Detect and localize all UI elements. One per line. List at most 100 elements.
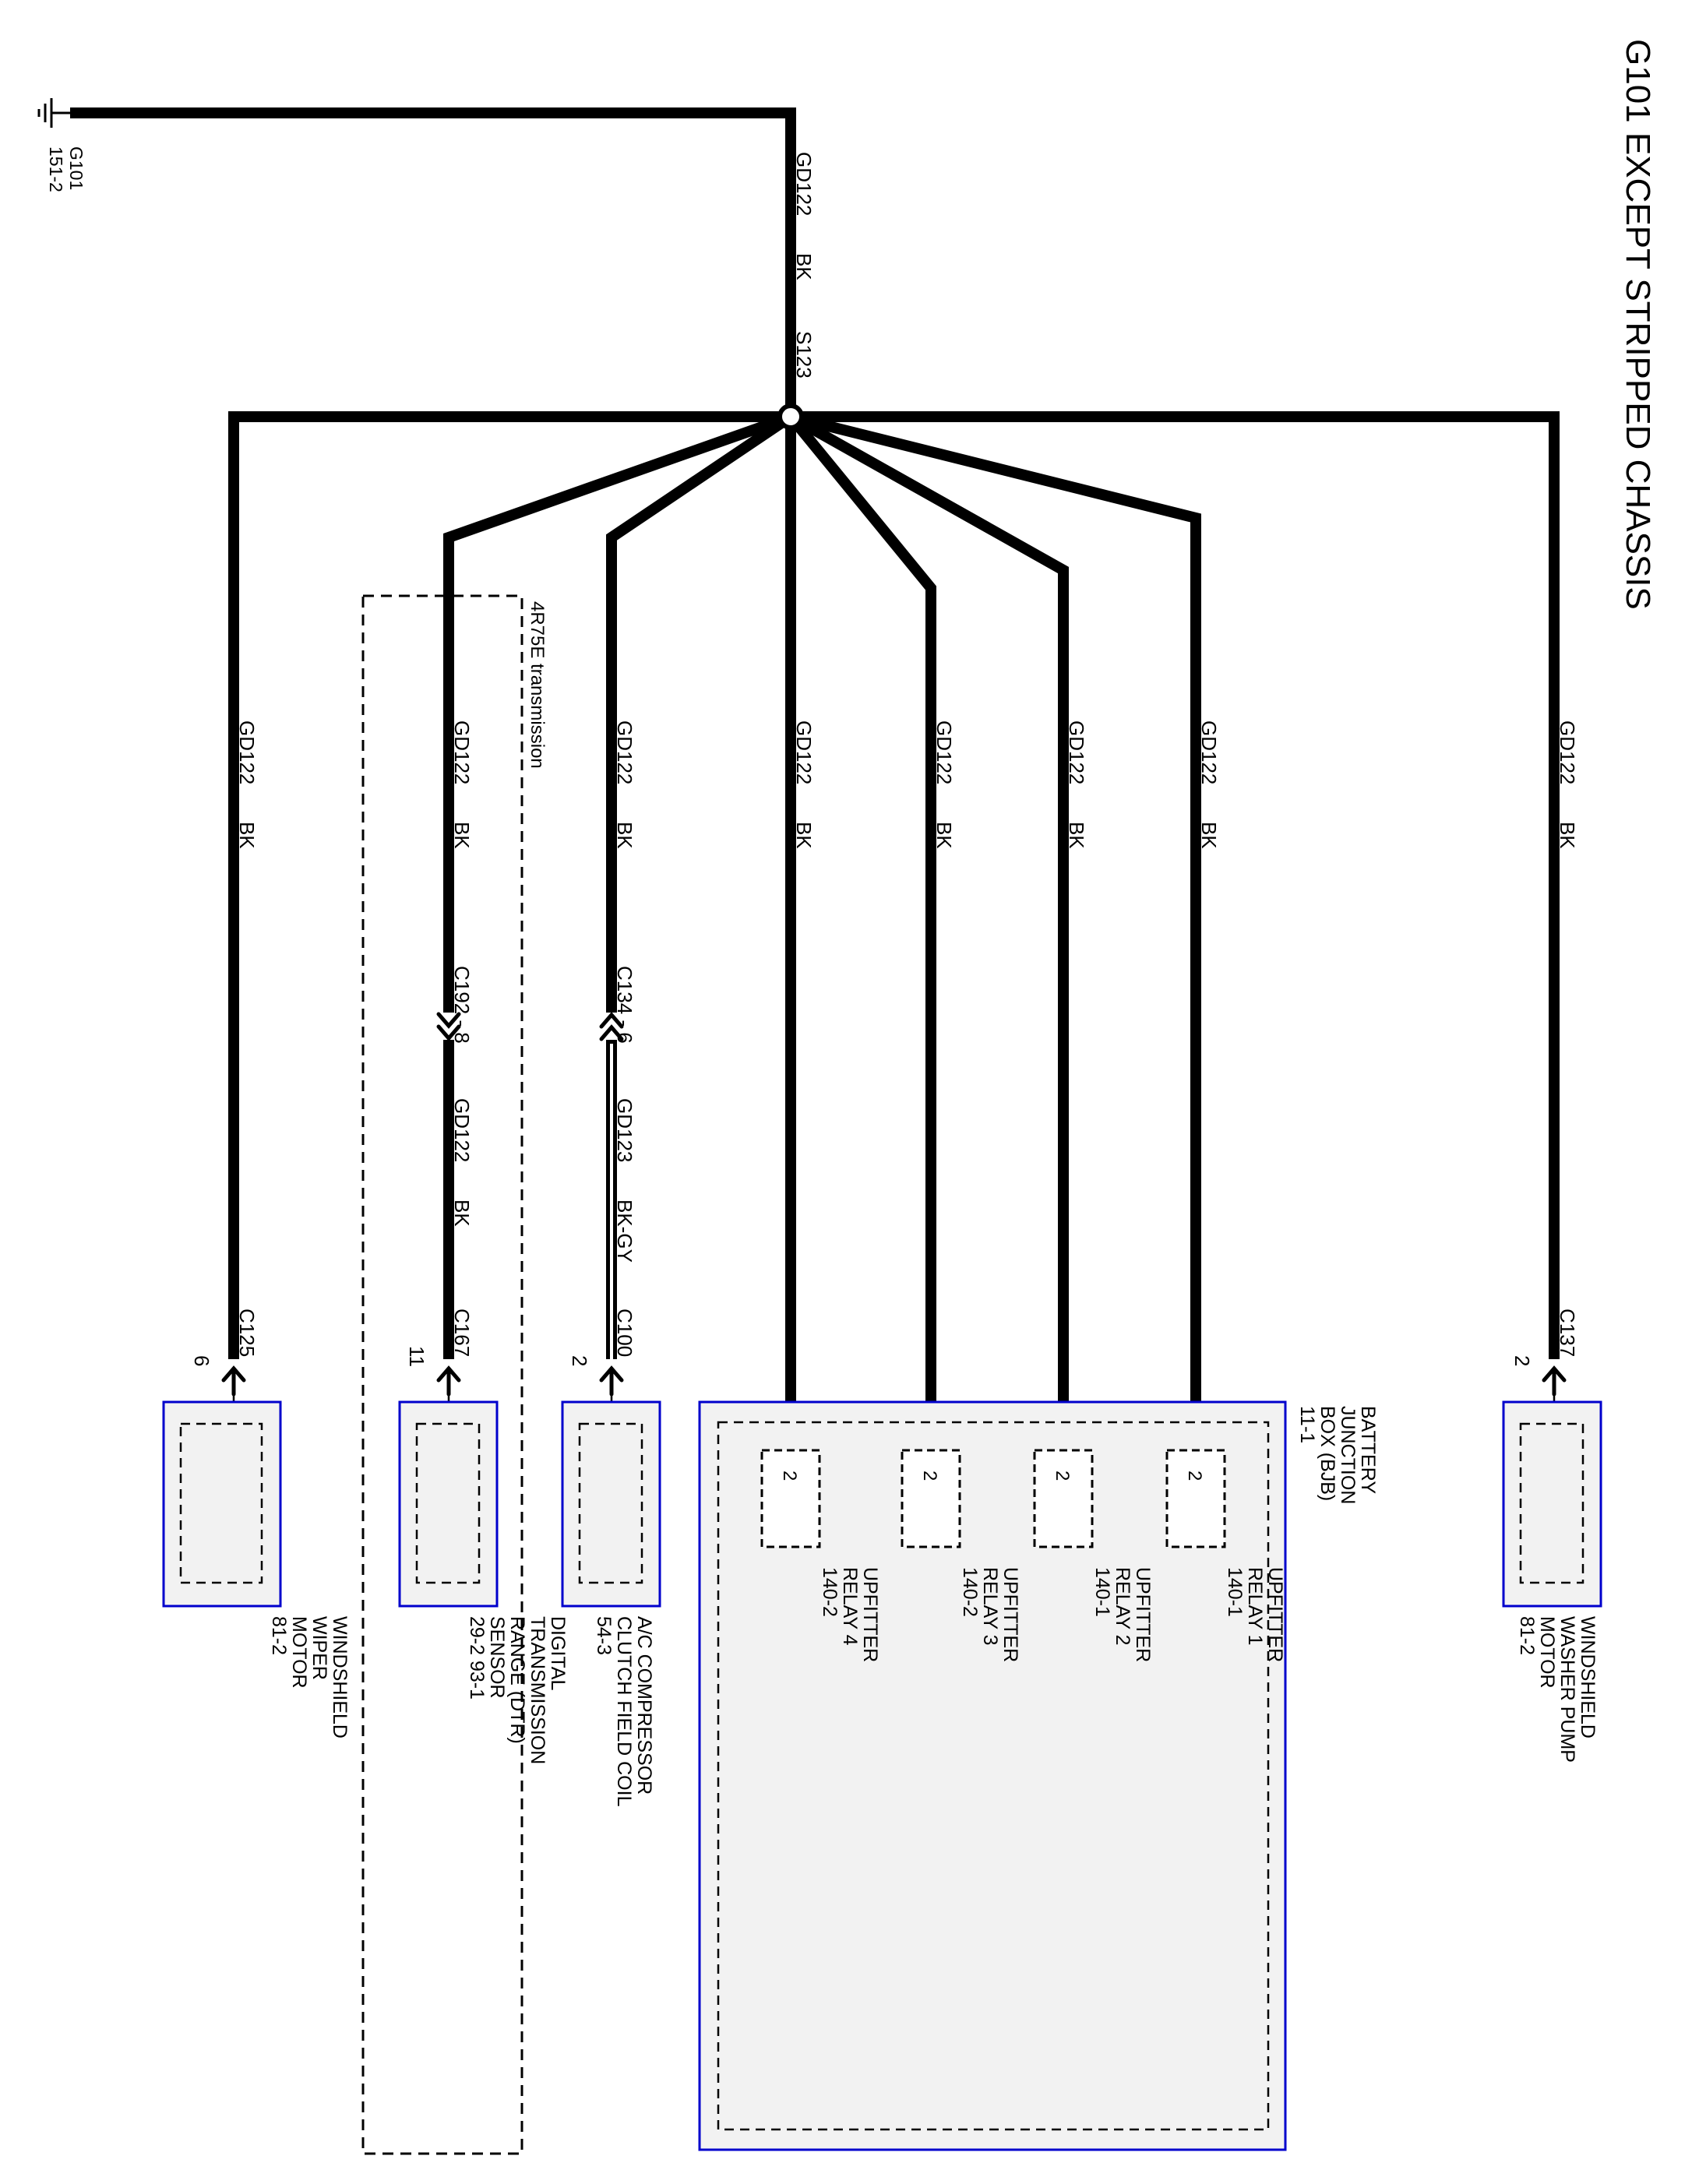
relay4-pin-number: 2 — [779, 1471, 800, 1481]
svg-text:MOTOR: MOTOR — [1536, 1616, 1558, 1689]
relay4-pin-box[interactable] — [760, 1449, 821, 1548]
relay2-label: UPFITTER RELAY 2 140-1 — [1091, 1567, 1154, 1662]
svg-text:WASHER PUMP: WASHER PUMP — [1556, 1616, 1578, 1763]
relay2-wire-circuit: GD122 — [1065, 720, 1088, 784]
wire-dtr-branch[interactable] — [443, 411, 793, 1013]
ground-icon — [37, 98, 70, 128]
connector-c134-symbol[interactable] — [599, 1012, 624, 1041]
svg-text:81-2: 81-2 — [268, 1616, 290, 1655]
wire-relay2[interactable] — [788, 411, 1069, 1402]
wire-ground-feed[interactable] — [70, 107, 796, 417]
svg-text:UPFITTER: UPFITTER — [1264, 1567, 1286, 1662]
relay3-label: UPFITTER RELAY 3 140-2 — [959, 1567, 1021, 1662]
svg-text:RELAY 1: RELAY 1 — [1244, 1567, 1266, 1646]
svg-text:BOX (BJB): BOX (BJB) — [1317, 1406, 1338, 1501]
svg-text:G101: G101 — [66, 146, 86, 190]
svg-text:140-1: 140-1 — [1091, 1567, 1113, 1617]
relay4-wire-color: BK — [792, 822, 816, 849]
svg-text:WIPER: WIPER — [308, 1616, 330, 1680]
splice-label: S123 — [792, 331, 816, 379]
svg-text:MOTOR: MOTOR — [288, 1616, 310, 1689]
relay4-wire-circuit: GD122 — [792, 720, 816, 784]
connector-c137-label: C137 — [1556, 1309, 1579, 1357]
svg-text:UPFITTER: UPFITTER — [999, 1567, 1021, 1662]
main-wire-circuit: GD122 — [792, 152, 816, 216]
svg-text:UPFITTER: UPFITTER — [1132, 1567, 1154, 1662]
svg-text:11-1: 11-1 — [1296, 1406, 1318, 1443]
component-ac-clutch-field-coil[interactable] — [561, 1400, 661, 1608]
relay3-wire-circuit: GD122 — [932, 720, 956, 784]
transmission-dashed-region — [361, 594, 523, 2155]
wiper-wire-color: BK — [235, 822, 259, 849]
wire-washer-branch[interactable] — [791, 411, 1560, 1359]
relay1-label: UPFITTER RELAY 1 140-1 — [1224, 1567, 1286, 1662]
washer-wire-color: BK — [1556, 822, 1579, 849]
dtr-sensor-label: DIGITAL TRANSMISSION RANGE (DTR) SENSOR … — [466, 1616, 569, 1764]
ac-wire-color: BK — [613, 822, 636, 849]
splice-s123-node[interactable] — [777, 403, 804, 430]
svg-text:TRANSMISSION: TRANSMISSION — [527, 1616, 548, 1764]
svg-text:JUNCTION: JUNCTION — [1337, 1406, 1359, 1504]
connector-c125-pin: 6 — [190, 1355, 213, 1366]
relay3-pin-box[interactable] — [901, 1449, 961, 1548]
relay4-label: UPFITTER RELAY 4 140-2 — [819, 1567, 881, 1662]
connector-c167-symbol[interactable] — [436, 1365, 461, 1397]
svg-text:54-3: 54-3 — [593, 1616, 615, 1655]
connector-c100-label: C100 — [613, 1309, 636, 1357]
svg-text:RANGE (DTR): RANGE (DTR) — [506, 1616, 528, 1744]
wiper-motor-label: WINDSHIELD WIPER MOTOR 81-2 — [268, 1616, 351, 1738]
svg-text:DIGITAL: DIGITAL — [547, 1616, 569, 1690]
connector-c192-label: C192 - 8 — [450, 966, 474, 1044]
ac-lower-wire-circuit: GD123 — [613, 1098, 636, 1162]
connector-c100-symbol[interactable] — [599, 1365, 624, 1397]
relay1-wire-circuit: GD122 — [1197, 720, 1221, 784]
washer-wire-circuit: GD122 — [1556, 720, 1579, 784]
connector-c192-symbol[interactable] — [436, 1012, 461, 1041]
svg-text:BATTERY: BATTERY — [1357, 1406, 1379, 1494]
wire-relay1[interactable] — [789, 411, 1201, 1402]
connector-c125-symbol[interactable] — [221, 1365, 246, 1397]
relay1-pin-box[interactable] — [1165, 1449, 1226, 1548]
wire-wiper-branch[interactable] — [228, 411, 791, 1359]
svg-text:RELAY 3: RELAY 3 — [979, 1567, 1001, 1646]
relay1-pin-number: 2 — [1184, 1471, 1205, 1481]
ac-wire-circuit: GD122 — [613, 720, 636, 784]
relay3-pin-number: 2 — [919, 1471, 940, 1481]
connector-c134-label: C134 - 6 — [613, 966, 636, 1044]
svg-text:RELAY 2: RELAY 2 — [1112, 1567, 1133, 1646]
connector-c167-label: C167 — [450, 1309, 474, 1357]
relay1-wire-color: BK — [1197, 822, 1221, 849]
dtr-wire-color: BK — [450, 822, 474, 849]
svg-text:A/C COMPRESSOR: A/C COMPRESSOR — [633, 1616, 655, 1795]
relay2-pin-box[interactable] — [1033, 1449, 1094, 1548]
connector-c100-pin: 2 — [568, 1355, 591, 1366]
dtr-wire-circuit: GD122 — [450, 720, 474, 784]
ground-label: G101 151-2 — [46, 146, 86, 192]
svg-text:CLUTCH FIELD COIL: CLUTCH FIELD COIL — [613, 1616, 635, 1807]
wire-ac-branch[interactable] — [606, 412, 794, 1013]
washer-motor-label: WINDSHIELD WASHER PUMP MOTOR 81-2 — [1516, 1616, 1599, 1763]
svg-text:140-2: 140-2 — [959, 1567, 981, 1617]
svg-text:151-2: 151-2 — [46, 146, 66, 192]
component-dtr-sensor[interactable] — [398, 1400, 499, 1608]
connector-c167-pin: 11 — [405, 1346, 428, 1367]
connector-c125-label: C125 — [235, 1309, 259, 1357]
svg-text:140-2: 140-2 — [819, 1567, 841, 1617]
component-windshield-washer-pump-motor[interactable] — [1502, 1400, 1602, 1608]
component-windshield-wiper-motor[interactable] — [162, 1400, 282, 1608]
dtr-lower-wire-color: BK — [450, 1199, 474, 1227]
svg-text:81-2: 81-2 — [1516, 1616, 1538, 1655]
connector-c137-symbol[interactable] — [1542, 1365, 1567, 1397]
wire-relay3[interactable] — [786, 413, 936, 1402]
svg-text:29-2 93-1: 29-2 93-1 — [466, 1616, 488, 1700]
svg-text:WINDSHIELD: WINDSHIELD — [329, 1616, 351, 1738]
svg-text:SENSOR: SENSOR — [486, 1616, 508, 1699]
dtr-lower-wire-circuit: GD122 — [450, 1098, 474, 1162]
svg-text:WINDSHIELD: WINDSHIELD — [1577, 1616, 1599, 1738]
ac-lower-wire-color: BK-GY — [613, 1199, 636, 1263]
relay2-wire-color: BK — [1065, 822, 1088, 849]
wiper-wire-circuit: GD122 — [235, 720, 259, 784]
ac-coil-label: A/C COMPRESSOR CLUTCH FIELD COIL 54-3 — [593, 1616, 655, 1807]
main-wire-color: BK — [792, 253, 816, 280]
